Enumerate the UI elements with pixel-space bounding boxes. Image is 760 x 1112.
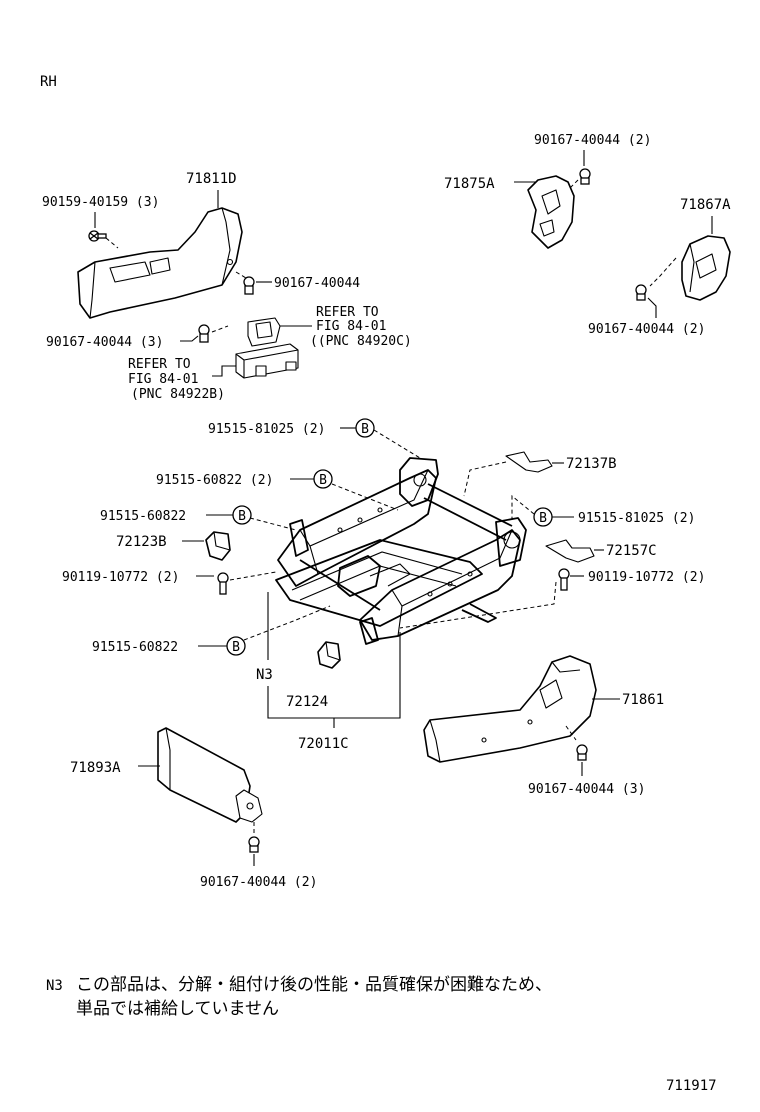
dash-90167-d bbox=[649, 257, 677, 287]
dash-72137B bbox=[463, 461, 507, 497]
label-90167-40044-f: 90167-40044 (2) bbox=[200, 875, 317, 890]
dash-90167-a bbox=[235, 271, 247, 279]
label-90119-10772-a: 90119-10772 (2) bbox=[62, 570, 179, 585]
dash-90119-a bbox=[229, 571, 277, 581]
label-91515-81025-b: 91515-81025 (2) bbox=[578, 511, 695, 526]
label-91515-81025-a: 91515-81025 (2) bbox=[208, 422, 325, 437]
part-71867A-cover bbox=[681, 235, 731, 301]
screw-icon bbox=[635, 284, 647, 301]
part-71861-shield bbox=[423, 655, 597, 763]
label-71867A: 71867A bbox=[680, 197, 731, 213]
part-72123B-cap bbox=[205, 531, 231, 561]
mark-b-text: B bbox=[361, 422, 369, 437]
dash-90167-b bbox=[211, 325, 229, 333]
label-71875A: 71875A bbox=[444, 176, 495, 192]
label-90167-40044-c: 90167-40044 (2) bbox=[534, 133, 651, 148]
bolt-mark-b: B bbox=[313, 469, 333, 489]
screw-icon bbox=[579, 168, 591, 185]
switch-knob-connector bbox=[247, 317, 281, 347]
note-line-2: 単品では補給していません bbox=[76, 999, 279, 1019]
dash-91515-81025-b bbox=[511, 494, 535, 520]
bolt-mark-b: B bbox=[226, 636, 246, 656]
dash-90167-e bbox=[565, 725, 577, 741]
seat-adjuster-frame bbox=[275, 457, 527, 645]
dash-91515-60822-b bbox=[249, 517, 297, 531]
label-90167-40044-a: 90167-40044 bbox=[274, 276, 360, 291]
screw-icon bbox=[243, 276, 255, 295]
note-marker: N3 bbox=[46, 978, 63, 994]
switch-body-connector bbox=[235, 343, 299, 379]
refer1-line1: REFER TO bbox=[316, 305, 379, 320]
refer2-line3: (PNC 84922B) bbox=[131, 387, 225, 402]
part-72157C-bracket bbox=[545, 539, 595, 563]
label-N3: N3 bbox=[256, 667, 273, 683]
label-72157C: 72157C bbox=[606, 543, 657, 559]
part-72137B-bracket bbox=[505, 451, 553, 473]
label-90167-40044-e: 90167-40044 (3) bbox=[528, 782, 645, 797]
part-72124-cap bbox=[317, 641, 341, 669]
dash-90159 bbox=[105, 237, 119, 249]
refer1-line2: FIG 84-01 bbox=[316, 319, 386, 334]
refer1-line3: ((PNC 84920C) bbox=[310, 334, 412, 349]
bolt-mark-b: B bbox=[533, 507, 553, 527]
mark-b-text: B bbox=[539, 511, 547, 526]
leader-refer2 bbox=[212, 365, 236, 377]
refer2-line1: REFER TO bbox=[128, 357, 191, 372]
label-91515-60822-b: 91515-60822 bbox=[100, 509, 186, 524]
part-71875A-cover bbox=[527, 175, 575, 249]
mark-b-text: B bbox=[319, 473, 327, 488]
bolt-mark-b: B bbox=[232, 505, 252, 525]
part-71811D-shield bbox=[77, 207, 243, 319]
label-90167-40044-b: 90167-40044 (3) bbox=[46, 335, 163, 350]
figure-id: 711917 bbox=[666, 1078, 717, 1094]
screw-icon bbox=[198, 324, 210, 343]
label-72123B: 72123B bbox=[116, 534, 167, 550]
side-label: RH bbox=[40, 74, 57, 90]
label-71893A: 71893A bbox=[70, 760, 121, 776]
dash-90119-b bbox=[399, 581, 557, 629]
dash-90167-c bbox=[567, 179, 579, 191]
bolt-mark-b: B bbox=[355, 418, 375, 438]
screw-icon bbox=[248, 836, 260, 853]
label-90159-40159: 90159-40159 (3) bbox=[42, 195, 159, 210]
refer2-line2: FIG 84-01 bbox=[128, 372, 198, 387]
label-91515-60822-a: 91515-60822 (2) bbox=[156, 473, 273, 488]
dash-91515-60822-a bbox=[331, 483, 399, 511]
label-91515-60822-c: 91515-60822 bbox=[92, 640, 178, 655]
screw-icon bbox=[88, 230, 107, 242]
leader-90167-d bbox=[647, 297, 657, 318]
dash-91515-81025-a bbox=[373, 429, 421, 459]
part-71893A-cover bbox=[157, 727, 263, 823]
label-90119-10772-b: 90119-10772 (2) bbox=[588, 570, 705, 585]
screw-icon bbox=[576, 744, 588, 761]
dash-91515-60822-c bbox=[243, 605, 331, 641]
mark-b-text: B bbox=[232, 640, 240, 655]
note-line-1: この部品は、分解・組付け後の性能・品質確保が困難なため、 bbox=[76, 975, 552, 995]
bolt-icon bbox=[558, 568, 570, 591]
mark-b-text: B bbox=[238, 509, 246, 524]
label-71861: 71861 bbox=[622, 692, 664, 708]
label-72137B: 72137B bbox=[566, 456, 617, 472]
label-71811D: 71811D bbox=[186, 171, 237, 187]
leader-90167-b bbox=[180, 335, 199, 342]
label-72011C: 72011C bbox=[298, 736, 349, 752]
label-90167-40044-d: 90167-40044 (2) bbox=[588, 322, 705, 337]
label-72124: 72124 bbox=[286, 694, 328, 710]
bolt-icon bbox=[217, 572, 229, 595]
